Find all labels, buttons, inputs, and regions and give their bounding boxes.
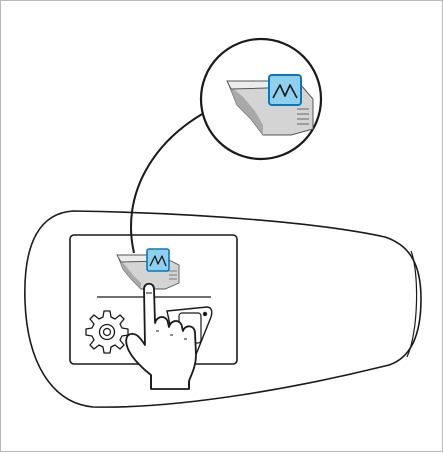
- magnified-callout: [201, 39, 321, 159]
- settings-gear-icon: [86, 311, 128, 353]
- waveform-indicator-small-icon: [147, 249, 169, 271]
- waveform-indicator-icon: [269, 75, 301, 105]
